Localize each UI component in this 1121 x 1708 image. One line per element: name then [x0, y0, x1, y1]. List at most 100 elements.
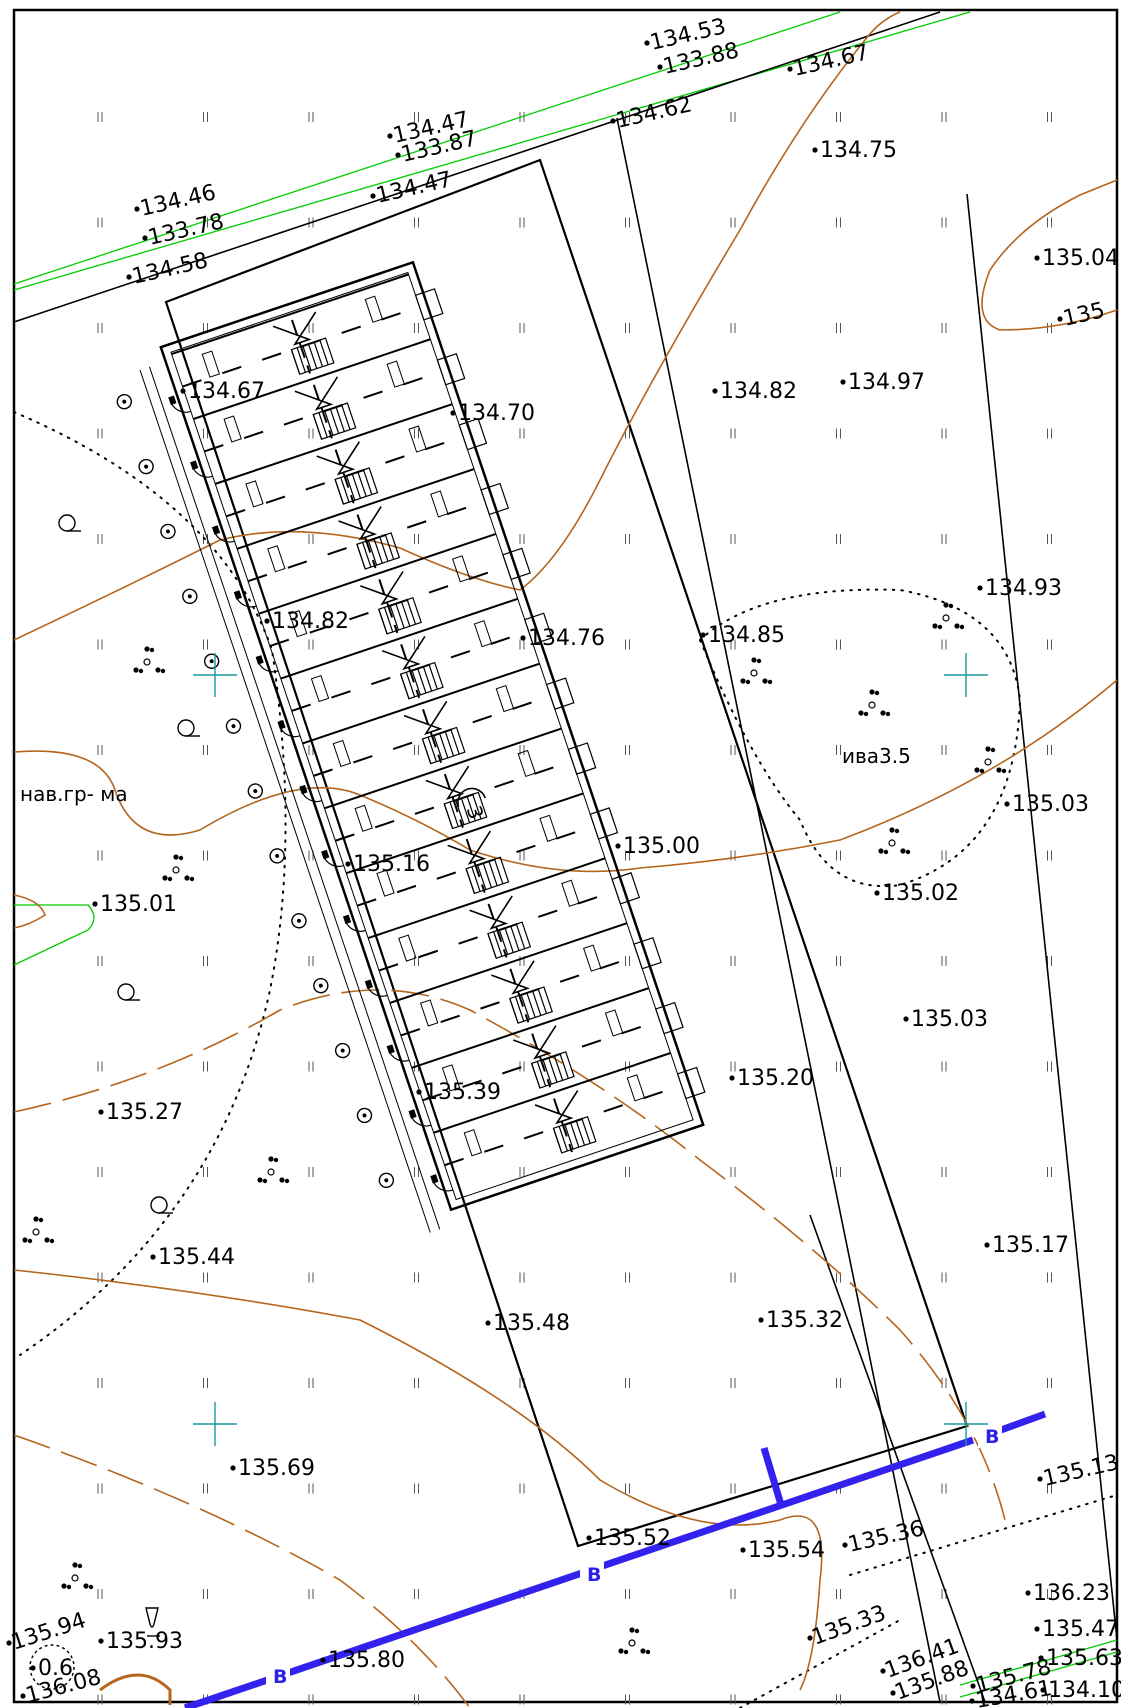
elevation-point: [812, 147, 818, 153]
elevation-label: 135.03: [911, 1007, 988, 1032]
elevation-point: [98, 1109, 104, 1115]
grass-symbol: [58, 514, 81, 532]
elevation-label: 134.67: [791, 40, 872, 82]
elevation-point: [142, 235, 148, 241]
elevation-point: [450, 410, 456, 416]
elevation-point: [807, 1635, 813, 1641]
parcel-lines: [13, 11, 1118, 1703]
elevation-point: [134, 206, 140, 212]
elevation-label: 135.13: [1041, 1450, 1121, 1492]
survey-cross-4: [944, 1402, 988, 1446]
survey-cross-3: [193, 1402, 237, 1446]
elevation-point: [1038, 1655, 1044, 1661]
elevation-point: [1034, 255, 1040, 261]
elevation-label: 135.20: [737, 1066, 814, 1091]
tree-symbol: [878, 827, 911, 855]
building-unit: [247, 662, 575, 803]
elevation-point: [387, 133, 393, 139]
elevation-point: [126, 274, 132, 280]
elevation-point: [416, 1089, 422, 1095]
building-unit: [225, 597, 553, 738]
utility-line-labels: В В В: [266, 1424, 1002, 1688]
elevation-label: 134.75: [820, 138, 897, 163]
elevation-point: [840, 379, 846, 385]
elevation-label: 136.23: [1033, 1581, 1110, 1606]
elevation-point: [98, 1638, 104, 1644]
elevation-label: 135.69: [238, 1456, 315, 1481]
building-unit: [116, 273, 444, 413]
elevation-label: 135: [1061, 298, 1108, 332]
elevation-label: 134.76: [528, 626, 605, 651]
grass-symbol: [150, 1196, 173, 1214]
elevation-point: [395, 152, 401, 158]
elevation-label: 135.44: [158, 1245, 235, 1270]
grass-symbol: [117, 983, 140, 1001]
dotted-boundaries: [13, 411, 1118, 1708]
elevation-point: [6, 1640, 12, 1646]
utility-label-3: В: [985, 1426, 999, 1448]
elevation-point: [20, 1693, 26, 1699]
elevation-label: 134.93: [985, 576, 1062, 601]
survey-cross-2: [944, 653, 988, 697]
elevation-point: [520, 635, 526, 641]
elevation-point: [842, 1542, 848, 1548]
elevation-point: [890, 1690, 896, 1696]
elevation-point: [615, 843, 621, 849]
elevation-label: 135.48: [493, 1311, 570, 1336]
elevation-point: [758, 1317, 764, 1323]
building-offset-line-2: [149, 366, 441, 1230]
building-offset-line: [139, 369, 431, 1233]
elevation-label: 135.52: [594, 1526, 671, 1551]
elevation-point: [1004, 801, 1010, 807]
utility-label-1: В: [587, 1564, 601, 1586]
tree-symbol: [257, 1156, 290, 1184]
elevation-point: [729, 1075, 735, 1081]
elevation-point: [180, 388, 186, 394]
elevation-label: 134.62: [614, 92, 695, 134]
elevation-label: 135.27: [106, 1100, 183, 1125]
well-symbol: [29, 1644, 75, 1690]
contour-lines-dashed: [13, 989, 1006, 1708]
building-unit: [160, 403, 488, 543]
utility-label-2: В: [273, 1666, 287, 1688]
tree-symbol: [61, 1562, 94, 1590]
tree-symbol: [740, 657, 773, 685]
elevation-label: 135.32: [766, 1308, 843, 1333]
tree-symbol: [133, 646, 166, 674]
tree-symbol: [22, 1216, 55, 1244]
elevation-label: 135.33: [809, 1601, 890, 1651]
elevation-point: [92, 901, 98, 907]
elevation-point: [1034, 1626, 1040, 1632]
tree-symbol: [932, 602, 965, 630]
elevation-point: [740, 1547, 746, 1553]
row-house-building: [116, 260, 706, 1233]
elevation-label: 134.97: [848, 370, 925, 395]
elevation-label: 135.80: [328, 1648, 405, 1673]
elevation-point: [370, 193, 376, 199]
elevation-point: [586, 1535, 592, 1541]
tree-symbol: [974, 746, 1007, 774]
building-unit: [269, 727, 597, 868]
building-unit: [182, 468, 510, 608]
elevation-label: 135.63: [1046, 1646, 1121, 1671]
elevation-label: 135.17: [992, 1233, 1069, 1258]
elevation-point: [150, 1254, 156, 1260]
elevation-label: 134.10: [1048, 1678, 1121, 1703]
road-edges: [13, 11, 1118, 1698]
elevation-point: [700, 632, 706, 638]
elevation-point: [977, 585, 983, 591]
tree-symbol: [618, 1627, 651, 1655]
elevation-point: [903, 1016, 909, 1022]
building-unit: [203, 532, 531, 673]
elevation-label: 0.6: [38, 1656, 73, 1681]
building-unit: [378, 1052, 706, 1192]
elevation-label: 135.01: [100, 892, 177, 917]
wetland-symbol: [145, 1607, 160, 1637]
tree-symbol: [162, 854, 195, 882]
building-unit: [334, 922, 662, 1062]
elevation-point: [1040, 1687, 1046, 1693]
elevation-label: 134.58: [130, 248, 211, 290]
elevation-point: [264, 618, 270, 624]
